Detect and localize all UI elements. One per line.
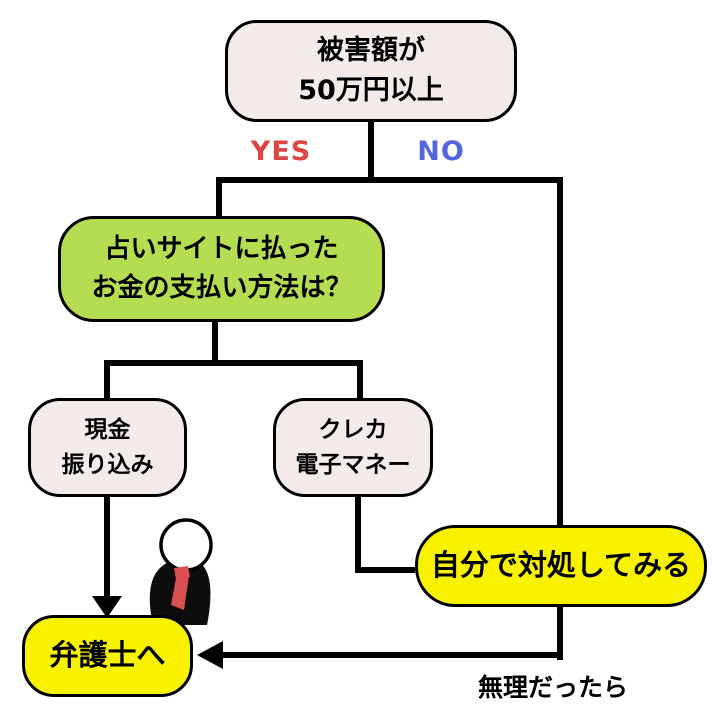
edge-to-cash	[104, 360, 110, 400]
edge-fallback-to-lawyer	[206, 652, 560, 658]
edge-to-card	[357, 360, 363, 400]
node-cash-line2: 振り込み	[61, 451, 154, 478]
edge-payment-split	[104, 360, 363, 366]
arrowhead-left-icon	[197, 641, 223, 669]
node-payment-line2: お金の支払い方法は？	[91, 273, 352, 303]
node-lawyer-label: 弁護士へ	[49, 638, 166, 673]
node-to-lawyer: 弁護士へ	[22, 615, 193, 697]
node-card-line1: クレカ	[318, 417, 388, 443]
edge-yes-no-split	[216, 177, 563, 183]
edge-card-down	[355, 495, 361, 573]
arrowhead-down-icon	[92, 596, 122, 618]
label-if-impossible: 無理だったら	[478, 673, 629, 702]
node-payment-line1: 占いサイトに払った	[104, 234, 339, 264]
edge-yes-branch	[216, 177, 222, 219]
businessman-icon	[143, 515, 215, 627]
edge-payment-to-split	[212, 320, 218, 366]
node-self-label: 自分で対処してみる	[430, 548, 692, 583]
edge-self-down	[557, 605, 563, 658]
label-no: NO	[417, 136, 465, 167]
node-credit-emoney: クレカ 電子マネー	[273, 398, 433, 497]
edge-card-to-self	[355, 567, 415, 573]
node-handle-yourself: 自分で対処してみる	[415, 525, 707, 607]
node-payment-method-question: 占いサイトに払った お金の支払い方法は？	[58, 216, 385, 322]
node-damage-amount: 被害額が 50万円以上	[225, 20, 517, 122]
node-card-line2: 電子マネー	[295, 451, 411, 478]
node-cash-line1: 現金	[84, 417, 131, 443]
edge-cash-to-lawyer	[104, 495, 110, 598]
edge-no-branch	[557, 177, 563, 660]
node-cash-transfer: 現金 振り込み	[28, 398, 187, 497]
label-yes: YES	[250, 136, 312, 167]
node-damage-line1: 被害額が	[317, 34, 425, 66]
edge-damage-to-split	[368, 118, 374, 183]
node-damage-line2: 50万円以上	[298, 75, 444, 106]
